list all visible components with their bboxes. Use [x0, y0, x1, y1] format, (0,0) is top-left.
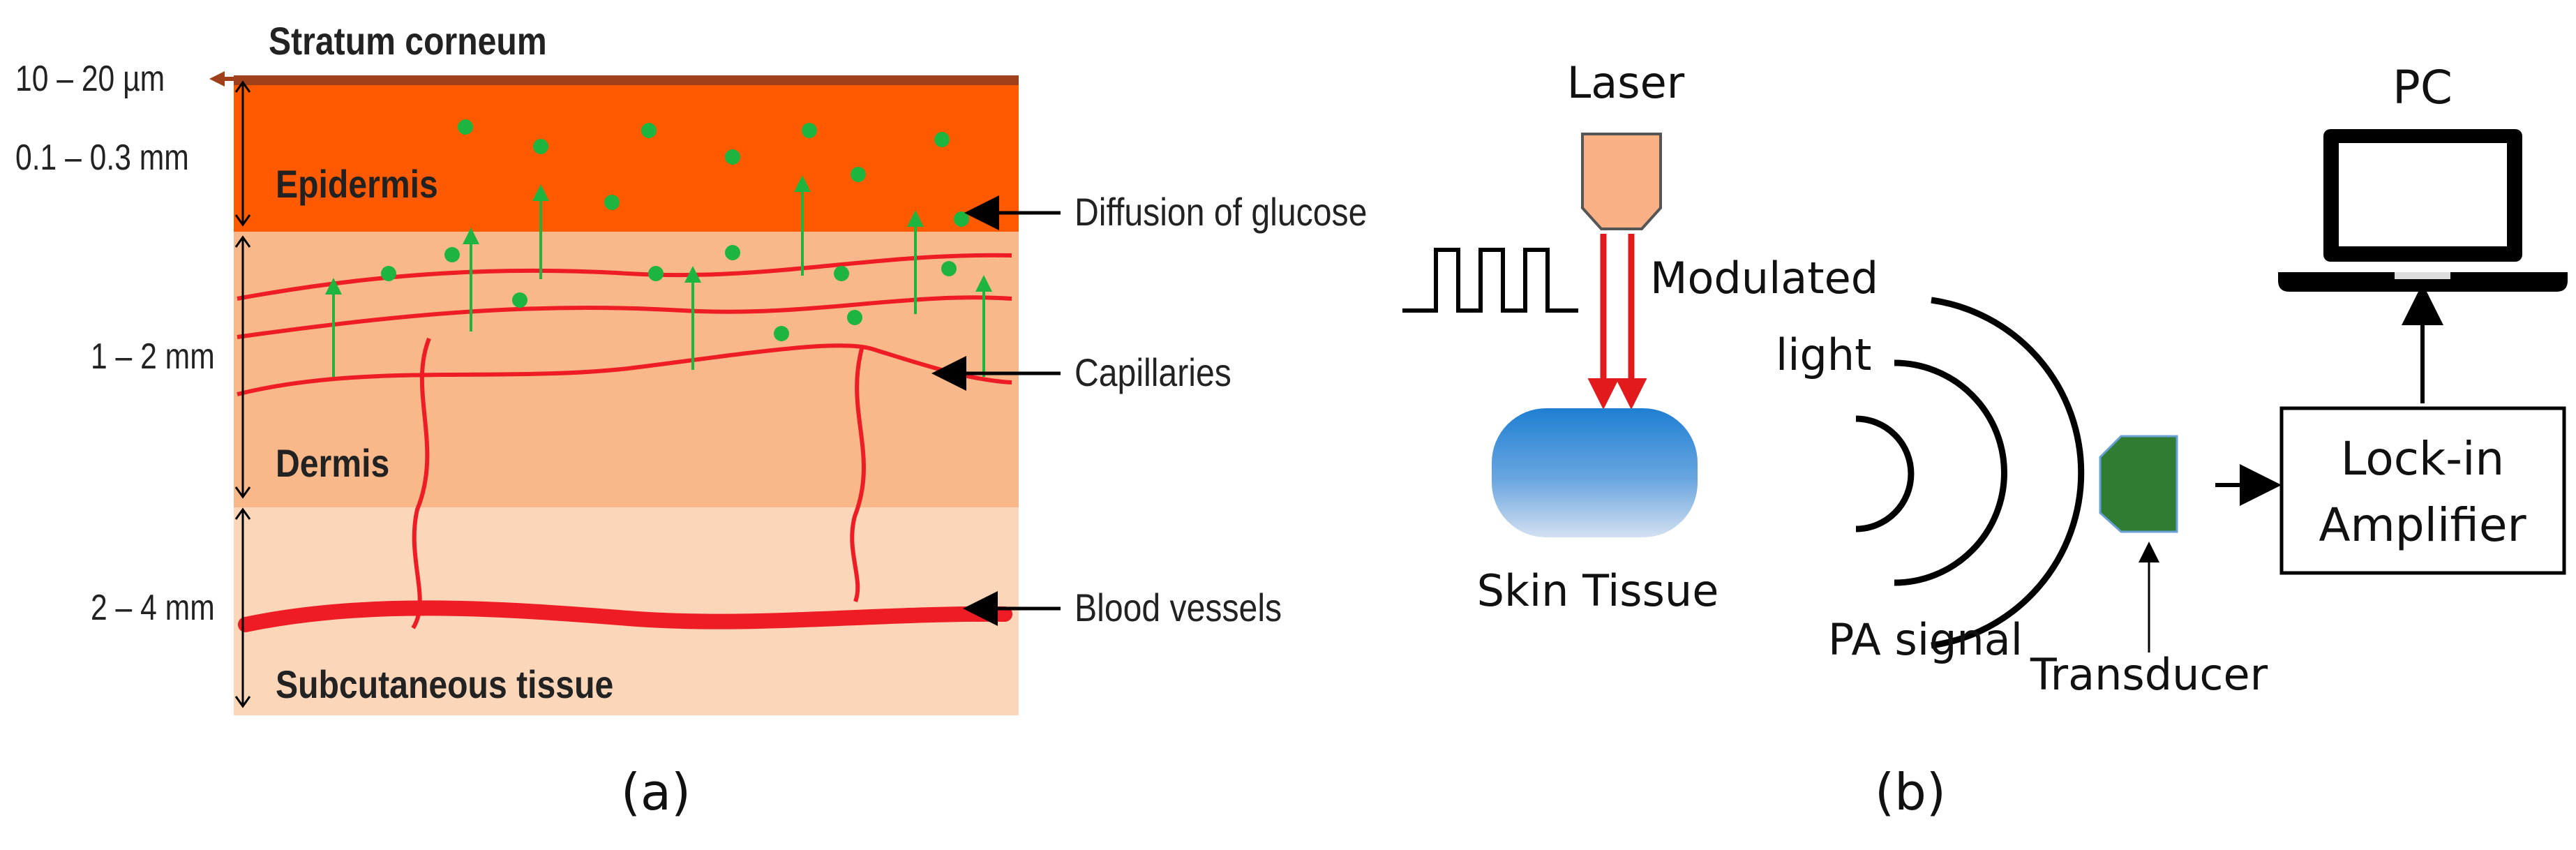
- stratum-corneum-layer: [234, 75, 1019, 85]
- pa-signal-waves: [1855, 297, 2085, 649]
- glucose-molecules: [381, 119, 969, 341]
- pa-signal-label: PA signal: [1828, 614, 2023, 665]
- thickness-subcutaneous: 2 – 4 mm: [91, 588, 215, 628]
- annotation-pointers: [931, 195, 1061, 626]
- skin-tissue: [1492, 408, 1698, 537]
- lockin-amplifier-box: [2279, 406, 2566, 575]
- skin-tissue-label: Skin Tissue: [1477, 565, 1719, 616]
- laser-body: [1581, 133, 1662, 230]
- panel-a: Stratum corneum Epidermis Dermis Subcuta…: [15, 20, 1367, 821]
- transducer: [2099, 435, 2178, 533]
- capillaries-annotation: Capillaries: [1074, 352, 1231, 395]
- laser-beams: [1587, 234, 1647, 410]
- subcutaneous-label: Subcutaneous tissue: [276, 664, 613, 707]
- stratum-pointer: [209, 71, 237, 87]
- caption-b: (b): [1875, 763, 1946, 821]
- blood-vessels-annotation: Blood vessels: [1074, 587, 1282, 630]
- dermis-label: Dermis: [276, 442, 389, 486]
- epidermis-layer: [234, 82, 1019, 232]
- modulated-light-line1: Modulated: [1650, 253, 1878, 304]
- laptop-icon: [2278, 129, 2568, 292]
- thickness-epidermis: 0.1 – 0.3 mm: [15, 137, 189, 178]
- pc-label: PC: [2392, 61, 2453, 114]
- panel-b: Laser Modulated light Skin Tissue PA sig…: [1402, 57, 2568, 821]
- capillary-network: [237, 253, 1012, 629]
- thickness-scale: [234, 80, 251, 708]
- modulated-light-line2: light: [1776, 329, 1871, 380]
- thickness-stratum: 10 – 20 µm: [15, 59, 165, 99]
- laser-label: Laser: [1567, 57, 1685, 108]
- epidermis-label: Epidermis: [276, 163, 438, 207]
- lockin-label-line1: Lock-in: [2341, 432, 2504, 486]
- modulation-square-wave: [1402, 248, 1578, 313]
- stratum-corneum-label: Stratum corneum: [269, 20, 547, 64]
- thickness-dermis: 1 – 2 mm: [91, 336, 215, 377]
- caption-a: (a): [621, 763, 691, 821]
- lockin-label-line2: Amplifier: [2319, 498, 2526, 552]
- glucose-annotation: Diffusion of glucose: [1074, 191, 1367, 234]
- glucose-diffusion-arrows: [325, 175, 992, 377]
- blood-vessel: [238, 600, 1012, 632]
- transducer-label: Transducer: [2030, 649, 2268, 700]
